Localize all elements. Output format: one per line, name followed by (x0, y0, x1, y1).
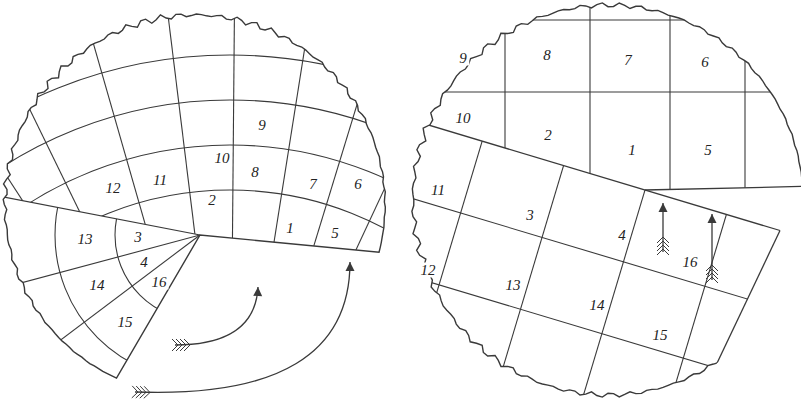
callout-number: 11 (151, 173, 169, 188)
grid-line (0, 0, 121, 352)
callout-number: 9 (457, 51, 469, 66)
grid-arc (0, 55, 695, 401)
callout-number: 4 (616, 228, 628, 243)
rotation-arrow (657, 203, 669, 255)
callout-number: 1 (626, 143, 638, 158)
grid-line (128, 348, 801, 401)
callout-number: 16 (150, 275, 169, 290)
grid-line (669, 0, 670, 200)
grid-line (0, 0, 142, 340)
grid-line (192, 133, 801, 392)
arrow-head (659, 203, 668, 212)
grid-line (0, 0, 101, 367)
lower-grid (123, 49, 801, 401)
grid-line (123, 49, 244, 401)
grid-line (339, 0, 611, 352)
callout-number: 3 (132, 230, 144, 245)
outline-group (412, 3, 801, 397)
arrow-head (708, 214, 717, 223)
callout-number: 5 (329, 226, 341, 241)
grid-line (261, 0, 339, 322)
arrow-fletching (184, 345, 190, 351)
callout-number: 10 (213, 151, 232, 166)
callout-number: 7 (307, 177, 319, 192)
callout-number: 9 (256, 118, 268, 133)
grid-arc (0, 100, 650, 401)
arrow-fletching (657, 237, 663, 243)
grid-line (145, 0, 206, 321)
callout-number: 14 (88, 278, 107, 293)
callout-number: 7 (622, 53, 634, 68)
callout-number: 4 (138, 255, 150, 270)
callout-number: 12 (104, 181, 123, 196)
callout-number: 13 (76, 232, 95, 247)
flap-outline (412, 3, 801, 397)
callout-number: 8 (541, 48, 553, 63)
grid-line (504, 0, 505, 200)
grid-line (774, 244, 801, 401)
callout-number: 2 (542, 128, 554, 143)
grid-line (611, 195, 732, 401)
grid-line (0, 235, 200, 401)
callout-number: 5 (702, 143, 714, 158)
arrow-fletching (712, 265, 718, 271)
grid-line (232, 0, 236, 320)
grid-arc (0, 145, 605, 401)
grid-line (204, 73, 325, 401)
cut-line (645, 186, 801, 190)
arrow-fletching (144, 386, 150, 392)
callout-number: 16 (681, 255, 700, 270)
arrow-shaft (175, 287, 258, 345)
grid-line (744, 0, 745, 200)
grid-line (315, 0, 526, 339)
arrow-fletching (706, 265, 712, 271)
callout-number: 12 (419, 263, 438, 278)
grid-line (530, 171, 651, 401)
grid-line (693, 220, 801, 401)
cut-line (690, 231, 780, 401)
cut-line (380, 111, 780, 231)
callout-number: 10 (454, 111, 473, 126)
callout-number: 8 (249, 165, 261, 180)
flap-outline (3, 14, 385, 378)
arrow-head (253, 287, 262, 296)
callout-number: 6 (699, 55, 711, 70)
callout-number: 15 (116, 315, 135, 330)
grid-line (288, 0, 434, 329)
grid-line (149, 276, 801, 401)
callout-number: 1 (284, 221, 296, 236)
upper-grid (380, 0, 801, 200)
grid-arc (0, 0, 465, 401)
arrow-fletching (663, 237, 669, 243)
arrow-shaft (135, 262, 350, 392)
callout-number: 3 (524, 208, 536, 223)
grid-line (171, 204, 801, 401)
grid-line (286, 98, 407, 401)
rotation-arrow (132, 262, 355, 398)
cut-line (0, 177, 200, 235)
lower-grid (0, 0, 465, 401)
callout-number: 2 (206, 193, 218, 208)
grid-line (37, 0, 175, 328)
grid-line (589, 0, 590, 200)
grid-line (449, 146, 570, 401)
callout-number: 6 (352, 177, 364, 192)
grid-line (367, 122, 488, 401)
callout-number: 13 (504, 278, 523, 293)
callout-number: 15 (651, 328, 670, 343)
rotation-arrow (706, 214, 718, 283)
callout-number: 14 (588, 298, 607, 313)
callout-number: 11 (429, 183, 447, 198)
arrow-fletching (184, 339, 190, 345)
arrow-head (346, 262, 355, 271)
rotation-arrow (172, 287, 262, 351)
arrow-fletching (144, 393, 150, 399)
right-flap (123, 0, 801, 401)
